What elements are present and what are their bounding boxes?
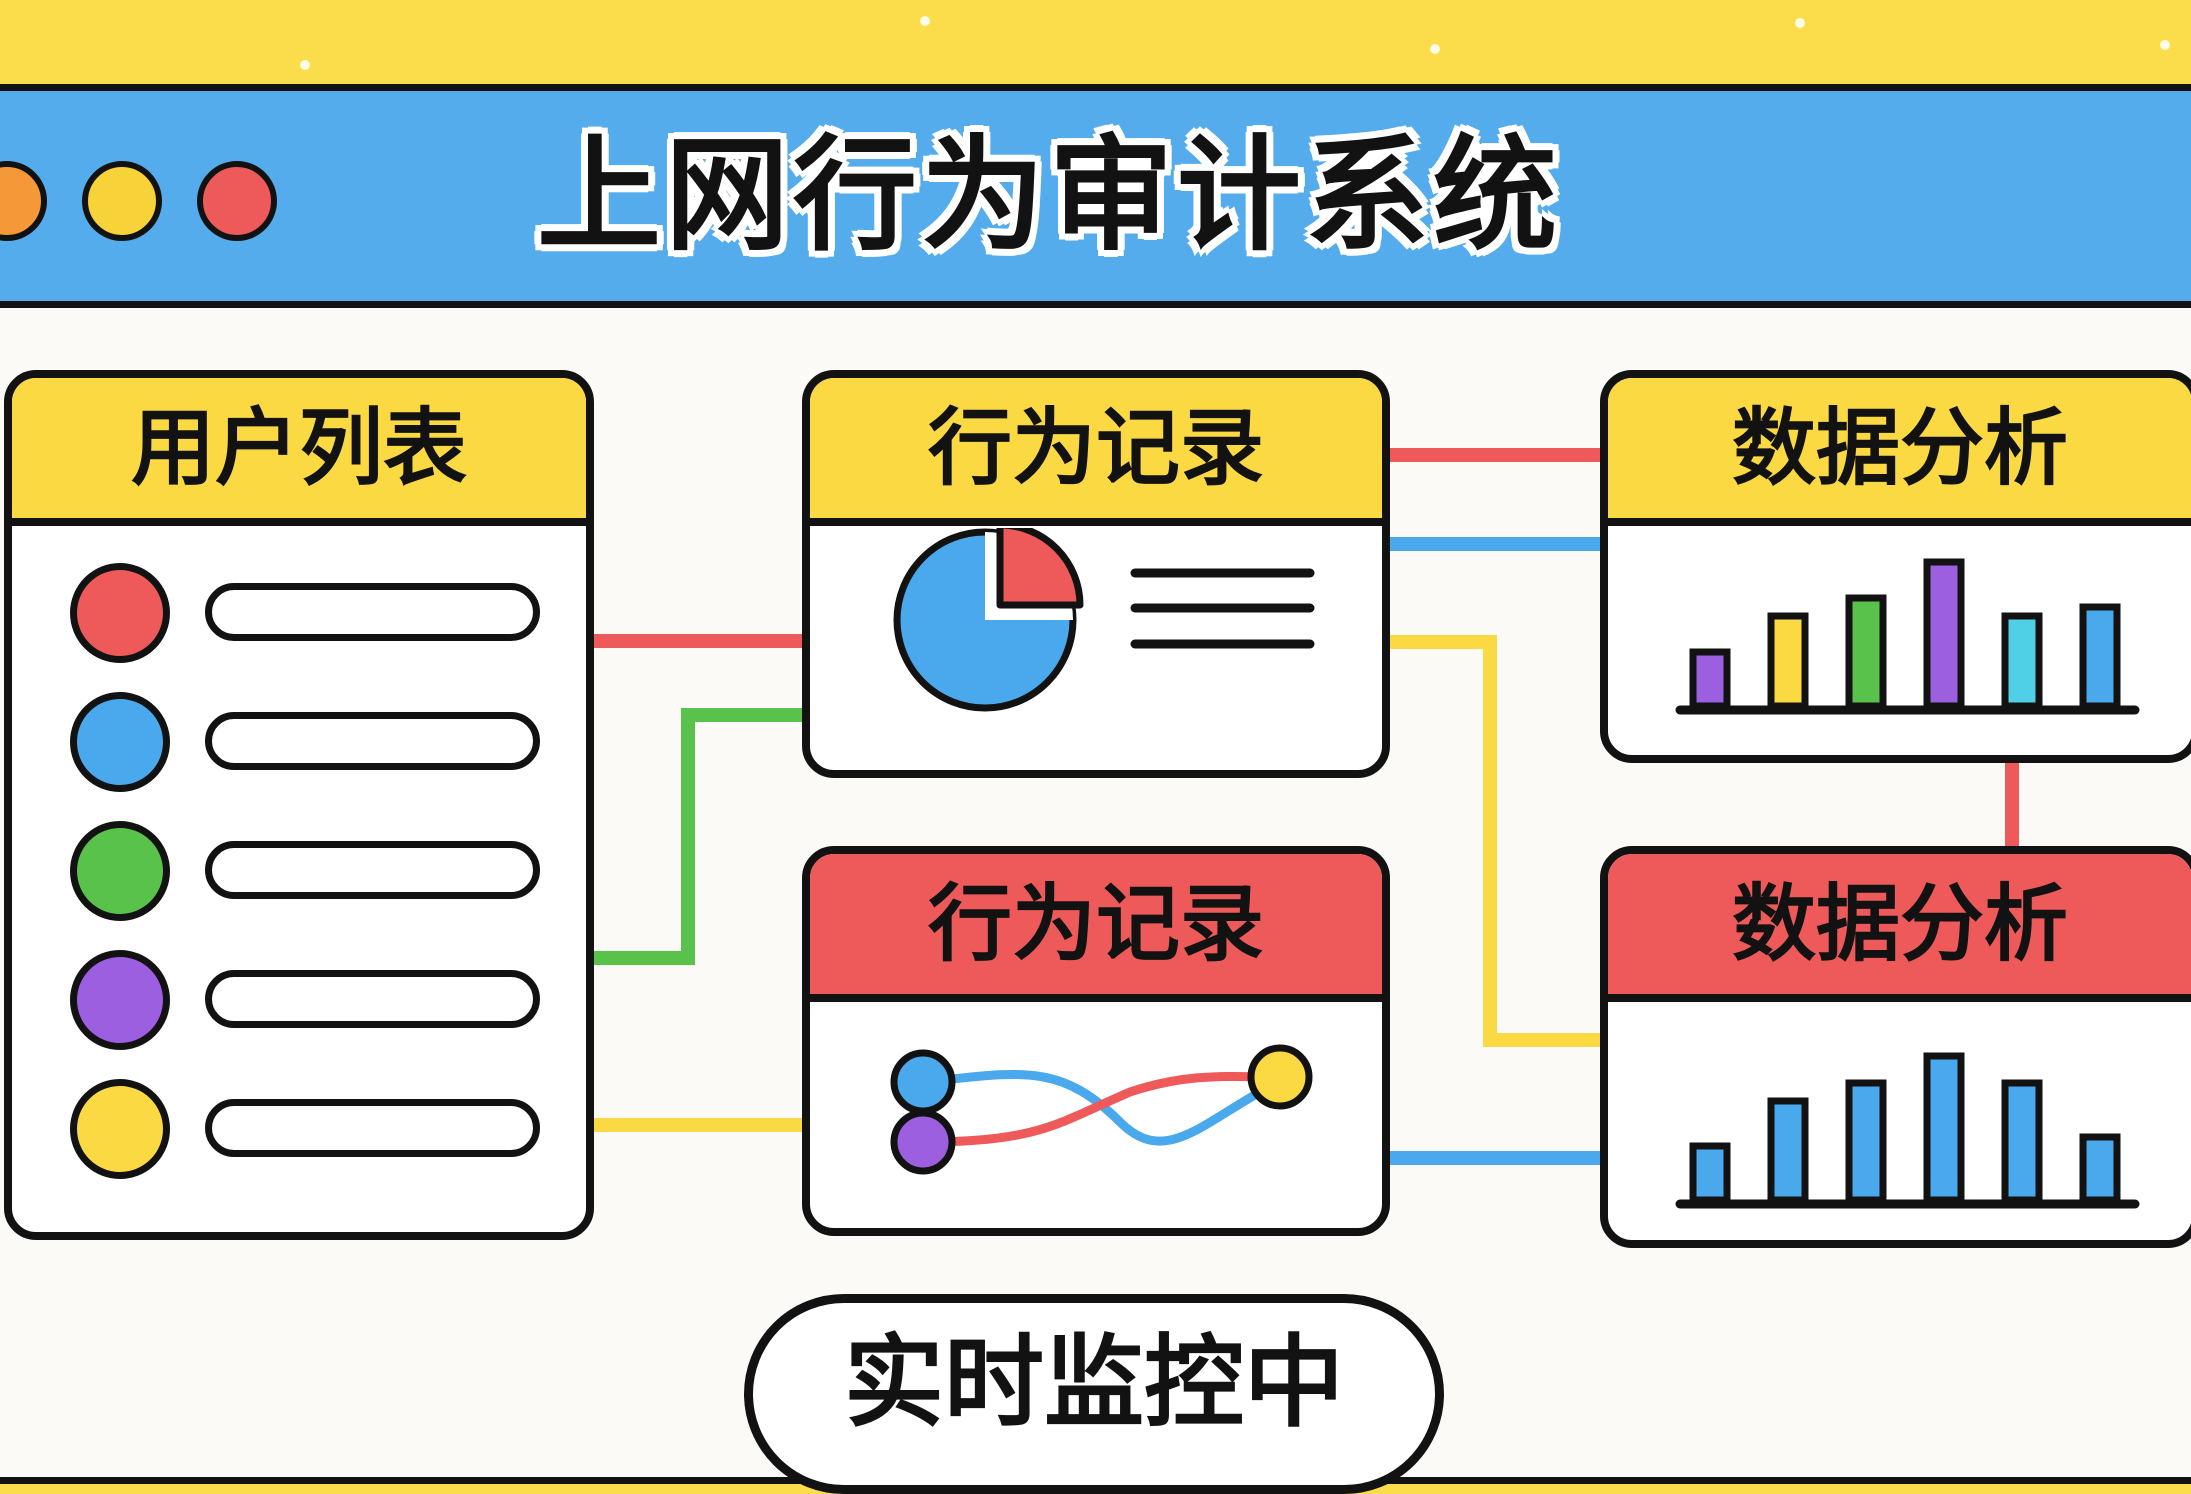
- avatar: [70, 821, 170, 921]
- avatar: [70, 692, 170, 792]
- behavior-pie-chart: [893, 528, 1315, 712]
- app-title: 上网行为审计系统: [537, 124, 1562, 268]
- user-name-bar: [205, 1099, 540, 1157]
- chart-bar: [1767, 612, 1809, 710]
- flow-line-red: [924, 1071, 1291, 1147]
- status-badge: 实时监控中: [744, 1294, 1444, 1494]
- flow-node-purple: [890, 1109, 956, 1175]
- wire-yellow-behavior-analysis: [1384, 635, 1606, 1047]
- chart-bar: [1923, 558, 1965, 710]
- avatar: [70, 563, 170, 663]
- data-analysis-title: 数据分析: [1608, 378, 2191, 526]
- user-name-bar: [205, 841, 540, 899]
- data-analysis-panel-alt[interactable]: 数据分析: [1600, 846, 2191, 1248]
- behavior-flow-diagram: [890, 1044, 1313, 1175]
- analysis-bar-chart: [1675, 558, 2140, 715]
- data-analysis-title-alt: 数据分析: [1608, 854, 2191, 1002]
- window-dot-yellow[interactable]: [82, 161, 162, 241]
- sparkle: [1795, 18, 1805, 28]
- sparkle: [920, 16, 930, 26]
- user-list-panel: 用户列表: [4, 370, 594, 1240]
- data-analysis-panel[interactable]: 数据分析: [1600, 370, 2191, 763]
- chart-bar: [1689, 1142, 1731, 1204]
- behavior-record-title-alt: 行为记录: [810, 854, 1382, 1002]
- chart-bar: [2079, 603, 2121, 710]
- wire-green-users-behavior: [590, 708, 806, 965]
- behavior-record-title: 行为记录: [810, 378, 1382, 526]
- window-dot-red[interactable]: [197, 161, 277, 241]
- user-row[interactable]: [70, 1079, 540, 1179]
- user-row[interactable]: [70, 950, 540, 1050]
- behavior-record-panel-alt[interactable]: 行为记录: [802, 846, 1390, 1236]
- user-row[interactable]: [70, 692, 540, 792]
- avatar: [70, 1079, 170, 1179]
- user-name-bar: [205, 583, 540, 641]
- analysis-bar-chart-alt: [1675, 1052, 2140, 1209]
- user-name-bar: [205, 970, 540, 1028]
- sparkle: [2160, 40, 2170, 50]
- sparkle: [300, 60, 310, 70]
- user-list-title: 用户列表: [12, 378, 586, 526]
- flow-line-blue: [924, 1069, 1292, 1146]
- behavior-record-panel[interactable]: 行为记录: [802, 370, 1390, 778]
- chart-bar: [1689, 648, 1731, 710]
- user-row[interactable]: [70, 821, 540, 921]
- flow-node-yellow: [1247, 1044, 1313, 1110]
- avatar: [70, 950, 170, 1050]
- flow-node-blue: [890, 1049, 956, 1115]
- chart-bar: [1923, 1052, 1965, 1204]
- chart-bar: [1767, 1097, 1809, 1204]
- connection-wires: [590, 448, 2019, 1165]
- chart-bar: [2001, 612, 2043, 710]
- pie-slice-exploded: [996, 528, 1084, 609]
- chart-bar: [2079, 1133, 2121, 1204]
- chart-bar: [1845, 594, 1887, 710]
- chart-bar: [2001, 1079, 2043, 1204]
- user-name-bar: [205, 712, 540, 770]
- chart-bar: [1845, 1079, 1887, 1204]
- sparkle: [1430, 44, 1440, 54]
- title-bar: 上网行为审计系统: [0, 91, 2191, 308]
- user-row[interactable]: [70, 563, 540, 663]
